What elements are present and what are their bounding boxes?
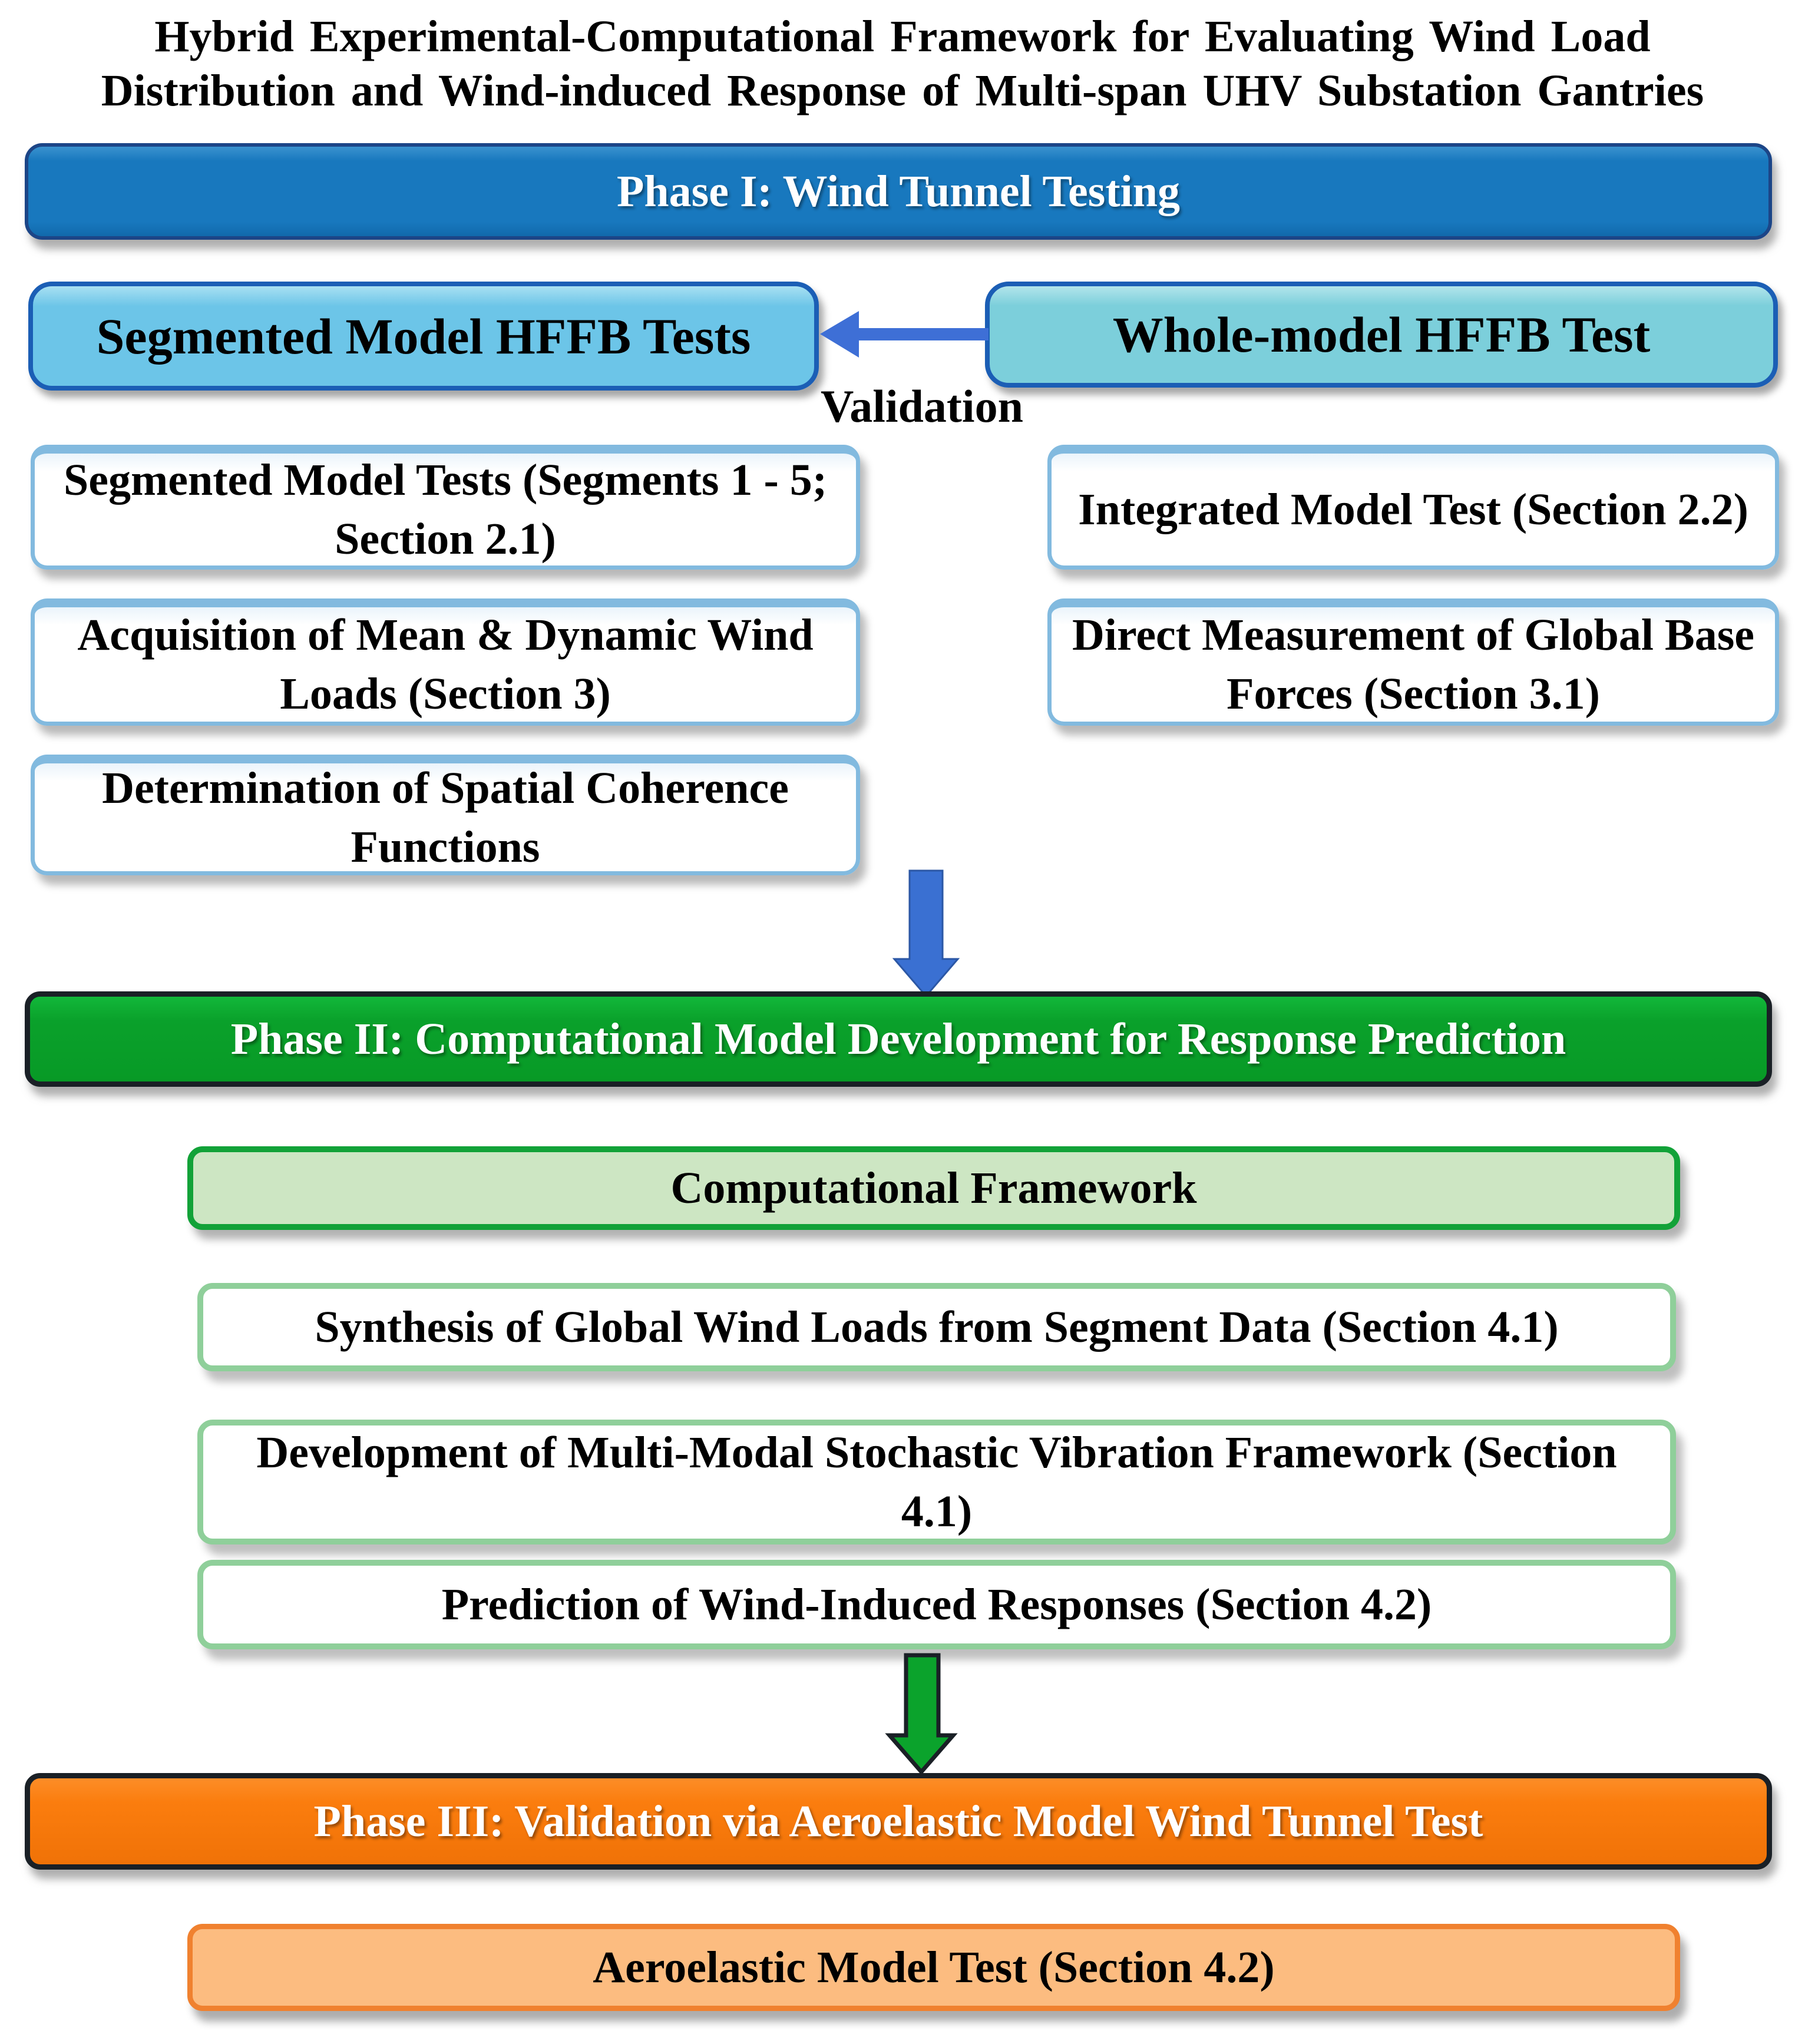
whole-model-hffb-test-box: Whole-model HFFB Test (985, 282, 1778, 388)
spatial-coherence-functions-box: Determination of Spatial Coherence Funct… (31, 755, 860, 875)
segmented-model-tests-box: Segmented Model Tests (Segments 1 - 5; S… (31, 445, 860, 570)
flow-down-arrow-blue-icon (892, 869, 960, 998)
flow-down-arrow-green-icon (885, 1653, 958, 1775)
title-line-1: Hybrid Experimental-Computational Framew… (154, 12, 1651, 61)
synthesis-global-wind-loads-box: Synthesis of Global Wind Loads from Segm… (197, 1283, 1676, 1371)
phase3-banner: Phase III: Validation via Aeroelastic Mo… (25, 1773, 1772, 1870)
integrated-model-test-box: Integrated Model Test (Section 2.2) (1047, 445, 1779, 570)
acquisition-wind-loads-box: Acquisition of Mean & Dynamic Wind Loads… (31, 598, 860, 726)
validation-left-arrow-icon (820, 311, 989, 358)
prediction-wind-induced-responses-box: Prediction of Wind-Induced Responses (Se… (197, 1560, 1676, 1649)
title-line-2: Distribution and Wind-induced Response o… (101, 66, 1704, 115)
phase2-banner: Phase II: Computational Model Developmen… (25, 991, 1772, 1087)
phase1-banner: Phase I: Wind Tunnel Testing (25, 143, 1772, 240)
direct-measurement-base-forces-box: Direct Measurement of Global Base Forces… (1047, 598, 1779, 726)
aeroelastic-model-test-box: Aeroelastic Model Test (Section 4.2) (187, 1924, 1680, 2011)
multi-modal-stochastic-vibration-box: Development of Multi-Modal Stochastic Vi… (197, 1420, 1676, 1544)
computational-framework-box: Computational Framework (187, 1146, 1680, 1230)
diagram-title: Hybrid Experimental-Computational Framew… (0, 9, 1805, 118)
validation-label: Validation (821, 381, 1023, 432)
segmented-model-hffb-tests-box: Segmented Model HFFB Tests (28, 282, 819, 391)
